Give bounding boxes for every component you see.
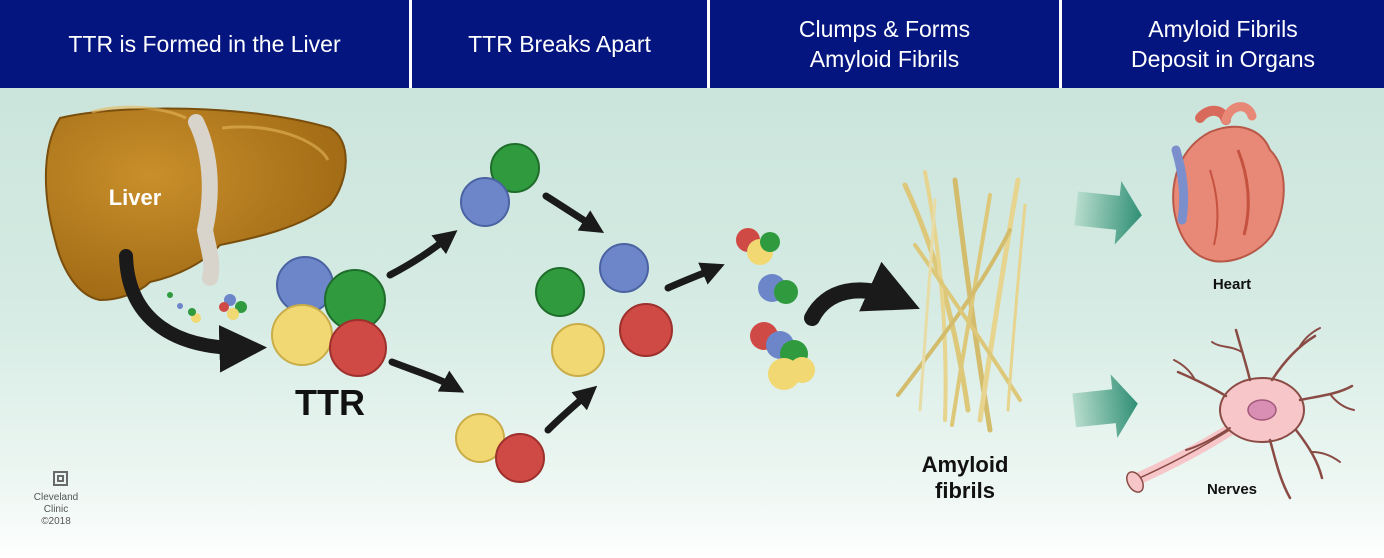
arrow-to-heart	[1074, 181, 1142, 245]
arrow-to-nerves	[1072, 374, 1138, 438]
liver-label: Liver	[108, 185, 162, 210]
step-4-title: Amyloid Fibrils Deposit in Organs	[1062, 0, 1384, 88]
ttr-to-dimer-bottom-arrow	[388, 358, 465, 393]
ttr-to-dimer-top-arrow	[386, 230, 458, 279]
dimer-bottom-to-monomers-arrow	[544, 385, 598, 434]
credit-text: Cleveland Clinic ©2018	[26, 492, 86, 528]
dimer-top-to-monomers-arrow	[542, 192, 605, 234]
step-header-bar: TTR is Formed in the Liver TTR Breaks Ap…	[0, 0, 1384, 88]
misfolded-clumps	[736, 228, 815, 390]
step-1-title: TTR is Formed in the Liver	[0, 0, 409, 88]
step-2-title: TTR Breaks Apart	[412, 0, 707, 88]
liver-to-ttr-arrow	[119, 249, 268, 373]
nerve-cell-illustration	[1126, 327, 1355, 500]
monomers-to-clumps-arrow	[664, 262, 725, 292]
ttr-label: TTR	[295, 382, 365, 423]
heart-illustration	[1171, 102, 1285, 263]
dimer-bottom	[455, 413, 545, 483]
fibril-bundle	[896, 170, 1027, 433]
credit-year: ©2018	[41, 516, 71, 527]
monomers	[535, 243, 673, 377]
ttr-specks	[167, 292, 247, 323]
credit-line-1: Cleveland	[33, 492, 79, 503]
step-3-title: Clumps & Forms Amyloid Fibrils	[710, 0, 1059, 88]
clumps-to-fibrils-arrow	[804, 261, 920, 326]
credit-line-2: Clinic	[43, 504, 69, 515]
dimer-top	[460, 143, 540, 227]
nerves-label: Nerves	[1206, 481, 1258, 498]
heart-label: Heart	[1212, 276, 1252, 293]
cleveland-clinic-logo	[53, 471, 68, 486]
ttr-tetramer	[271, 256, 387, 377]
amyloid-fibrils-label: Amyloid fibrils	[921, 452, 1009, 503]
